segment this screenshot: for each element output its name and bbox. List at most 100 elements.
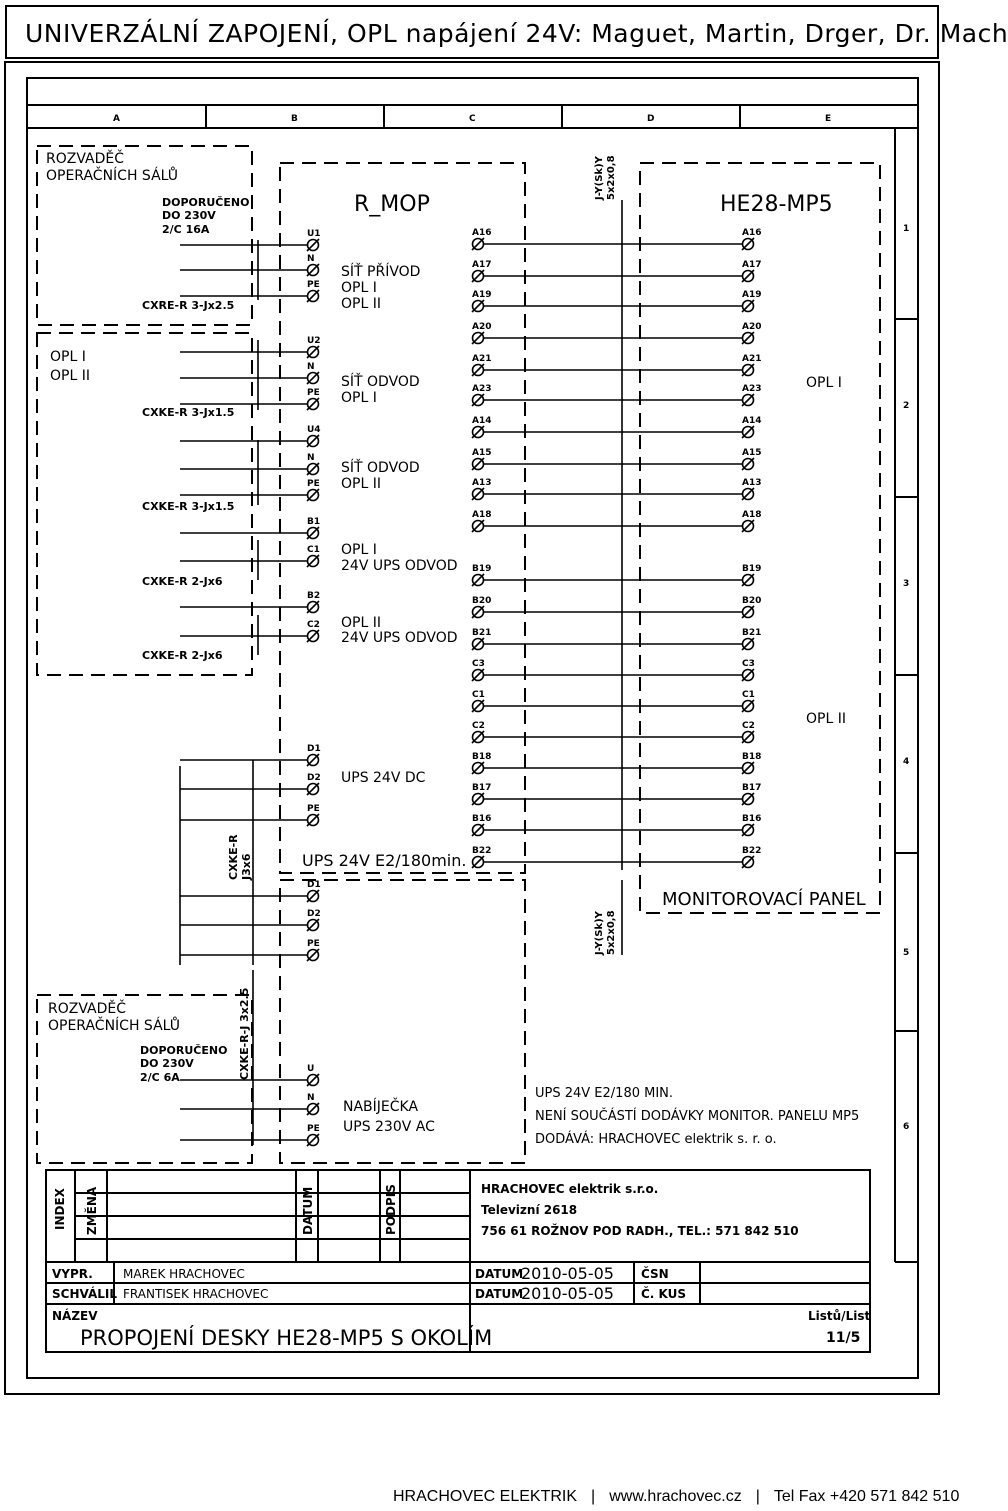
left-term-20-terminal [306,1102,320,1116]
left-term-2-terminal [306,289,320,303]
d-term-10-slash [741,573,755,587]
left-term-15-slash [306,813,320,827]
left-term-20-label: N [307,1093,315,1103]
group-odvod-opl1: OPL I [341,390,377,406]
horizontal-wires [180,243,742,1141]
c-term-8-slash [471,487,485,501]
left-term-16-terminal [306,889,320,903]
d-term-2-slash [741,299,755,313]
tb-datum-col: DATUM [301,1187,315,1235]
d-term-15-slash [741,730,755,744]
left-term-17-slash [306,918,320,932]
group-ups-230v: UPS 230V AC [343,1119,435,1135]
tb-company-1: HRACHOVEC elektrik s.r.o. [481,1182,658,1196]
c-term-4-terminal [471,363,485,377]
left-term-14-label: D2 [307,773,321,783]
d-term-3-slash [741,331,755,345]
d-term-1-terminal [741,269,755,283]
footer: HRACHOVEC ELEKTRIK|www.hrachovec.cz|Tel … [393,1488,959,1506]
d-term-16-terminal [741,761,755,775]
c-term-18-terminal [471,823,485,837]
col-label-d: D [647,114,654,124]
c-term-6-label: A14 [472,416,492,426]
c-term-4-slash [471,363,485,377]
tb-datum1: 2010-05-05 [521,1264,614,1283]
left-term-2-slash [306,289,320,303]
group-sit-odvod-2: SÍŤ ODVOD [341,459,420,476]
d-term-12-slash [741,637,755,651]
c-term-6-slash [471,425,485,439]
c-term-19-slash [471,855,485,869]
d-term-14-terminal [741,699,755,713]
doporuceno-bottom: DOPORUČENO [140,1044,227,1057]
group-sit-odvod-1: SÍŤ ODVOD [341,373,420,390]
group-odvod-opl2: OPL II [341,476,381,492]
d-term-18-terminal [741,823,755,837]
left-term-20-slash [306,1102,320,1116]
d-term-13-terminal [741,668,755,682]
r-mop-dashed-box [279,162,526,874]
page-title: UNIVERZÁLNÍ ZAPOJENÍ, OPL napájení 24V: … [25,19,1008,48]
d-term-9-label: A18 [742,510,762,520]
d-term-9-terminal [741,519,755,533]
tb-datum2: 2010-05-05 [521,1284,614,1303]
left-term-9-label: B1 [307,517,320,527]
doporuceno-top: DOPORUČENO [162,196,249,209]
c-term-11-terminal [471,605,485,619]
cable-1: CXRE-R 3-Jx2.5 [142,299,234,312]
cable-5: CXKE-R 2-Jx6 [142,649,223,662]
panel-he28: HE28-MP5 [720,192,833,217]
group-sit-privod: SÍŤ PŘÍVOD [341,263,420,280]
left-term-16-label: D1 [307,880,321,890]
c-term-13-slash [471,668,485,682]
c-term-16-slash [471,761,485,775]
wiring-diagram: A B C D E 1 2 3 4 5 6 ROZVADĚČ OPERAČNÍC… [4,61,940,1395]
cable-7: CXKE-R-J 3x2.5 [238,988,251,1080]
tb-schvalil-label: SCHVÁLIL [52,1286,117,1301]
note-2: NENÍ SOUČÁSTÍ DODÁVKY MONITOR. PANELU MP… [535,1108,859,1124]
d-term-10-label: B19 [742,564,761,574]
left-term-9-terminal [306,526,320,540]
left-term-15-terminal [306,813,320,827]
tb-nazev-label: NÁZEV [52,1308,98,1323]
left-term-4-terminal [306,371,320,385]
left-term-17-terminal [306,918,320,932]
left-term-1-terminal [306,263,320,277]
d-term-8-label: A13 [742,478,762,488]
mid-left-dashed-box [36,332,253,676]
operacnich-salu-bottom: OPERAČNÍCH SÁLŮ [48,1016,180,1034]
left-term-21-terminal [306,1133,320,1147]
c-term-15-terminal [471,730,485,744]
left-term-14-slash [306,782,320,796]
c-term-7-slash [471,457,485,471]
tb-list-label: Listů/List [808,1309,870,1323]
c-term-7-terminal [471,457,485,471]
d-term-5-slash [741,393,755,407]
bottom-left-dashed-box [36,994,253,1164]
d-term-13-label: C3 [742,659,755,669]
d-term-10-terminal [741,573,755,587]
left-term-4-slash [306,371,320,385]
lower-mid-dashed-box [279,879,526,1164]
d-term-0-terminal [741,237,755,251]
panel-ups-e2: UPS 24V E2/180min. [302,851,466,870]
group-opl2-right: OPL II [806,711,846,727]
group-privod-opl1: OPL I [341,280,377,296]
tb-company-2: Televizní 2618 [481,1203,577,1217]
left-term-10-slash [306,554,320,568]
footer-web[interactable]: www.hrachovec.cz [609,1488,742,1505]
col-label-a: A [113,114,120,124]
left-term-7-terminal [306,462,320,476]
he28-dashed-box [639,162,881,914]
d-term-11-terminal [741,605,755,619]
d-term-18-label: B16 [742,814,761,824]
tb-ckus: Č. KUS [641,1286,686,1301]
breaker-16a: 2/C 16A [162,223,210,236]
c-term-11-slash [471,605,485,619]
group-ups-odvod-1: 24V UPS ODVOD [341,558,458,574]
left-term-0-slash [306,238,320,252]
c-term-12-terminal [471,637,485,651]
d-term-1-slash [741,269,755,283]
left-term-11-label: B2 [307,591,320,601]
group-opl1-right: OPL I [806,375,842,391]
